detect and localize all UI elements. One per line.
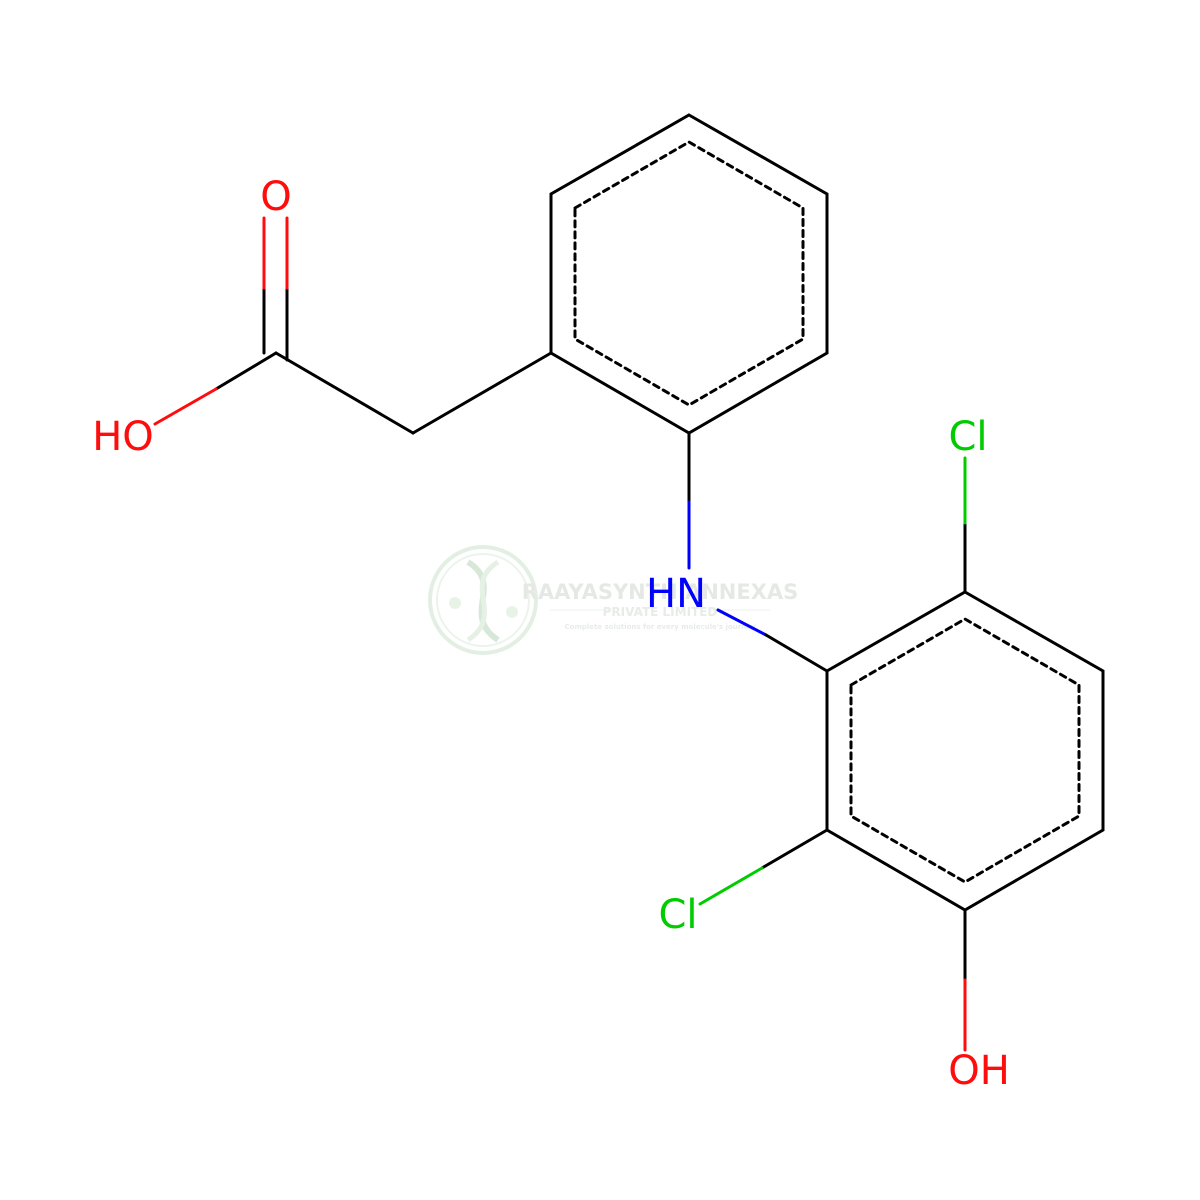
top-ring-aromatic	[573, 140, 805, 407]
bond-cl-bottom-dark	[760, 828, 829, 870]
atom-labels: O HO HN Cl Cl OH	[92, 174, 1010, 1094]
atom-phenol-oxygen: OH	[948, 1048, 1010, 1094]
bond-n-ring2-blue	[716, 608, 768, 637]
atom-hydroxyl-acid: HO	[92, 414, 154, 460]
atom-chlorine-top: Cl	[948, 414, 987, 460]
dna-helix-icon	[428, 545, 538, 655]
watermark-subtitle: PRIVATE LIMITED	[603, 605, 718, 619]
bottom-ring-aromatic	[849, 617, 1081, 884]
top-ring	[549, 113, 829, 435]
bond-c-oh-dark	[214, 351, 278, 391]
watermark: RAAYASYNTH ANNEXAS PRIVATE LIMITED Compl…	[428, 545, 799, 655]
bonds	[153, 113, 1105, 1052]
bond-n-ring2-dark	[764, 633, 829, 673]
atom-carbonyl-oxygen: O	[260, 174, 291, 220]
bond-c-oh-red	[153, 387, 218, 426]
bond-c-ch2	[274, 351, 415, 435]
bond-ch2-ring	[411, 351, 553, 435]
watermark-company: RAAYASYNTH ANNEXAS	[522, 580, 799, 604]
atom-amine: HN	[646, 571, 706, 617]
bottom-ring	[825, 590, 1105, 912]
bond-cl-bottom-green	[698, 866, 764, 906]
watermark-tagline: Complete solutions for every molecule's …	[565, 623, 756, 631]
atom-chlorine-bottom: Cl	[658, 892, 697, 938]
